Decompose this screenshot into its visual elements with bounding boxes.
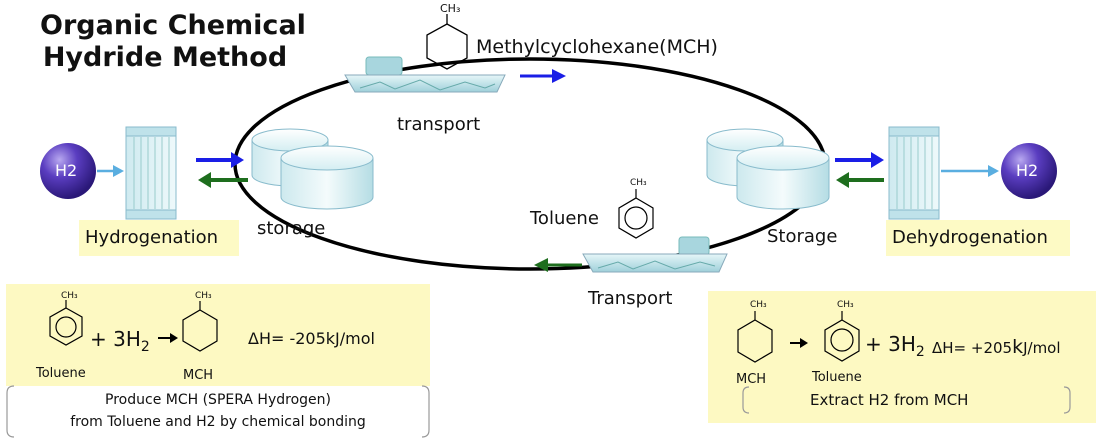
title: Organic Chemical Hydride Method [40, 10, 306, 74]
right-desc-line1: Extract H2 from MCH [810, 391, 969, 409]
right-ch3-b: CH₃ [837, 300, 854, 310]
reactor-right [888, 126, 940, 220]
right-box-arrow [790, 338, 808, 348]
title-line-1: Organic Chemical [40, 10, 306, 41]
left-box-toluene-structure [49, 300, 83, 346]
storage-right-label: Storage [767, 226, 838, 247]
storage-tanks-right [706, 128, 830, 210]
right-toluene-caption: Toluene [812, 370, 862, 385]
left-sub-2: 2 [140, 339, 150, 355]
left-mch-caption: MCH [183, 368, 214, 383]
h2-right-label: H2 [1016, 161, 1039, 180]
left-box-arrow [158, 333, 178, 343]
left-plus-text: + 3H [90, 327, 141, 351]
right-plus-text: + 3H [865, 332, 916, 356]
h2-sphere-left [40, 143, 96, 199]
mch-structure-top [426, 14, 468, 70]
left-delta-h: ΔH= -205kJ/mol [248, 329, 375, 348]
storage-left-label: storage [257, 218, 326, 239]
ch3-label-top: CH₃ [440, 2, 461, 15]
right-dh-text: ΔH= +205 [932, 339, 1013, 357]
title-line-2: Hydride Method [42, 42, 288, 73]
hydrogenation-highlight: Hydrogenation [79, 220, 239, 256]
right-box-bracket-left [742, 386, 750, 414]
hydrogenation-label: Hydrogenation [85, 227, 219, 248]
h2-left-label: H2 [55, 161, 78, 180]
arrows-left-pair [196, 152, 248, 188]
reactor-left [125, 126, 177, 220]
right-mch-caption: MCH [736, 372, 767, 387]
toluene-label: Toluene [530, 208, 599, 229]
right-sub-2: 2 [915, 344, 925, 360]
left-desc-line1: Produce MCH (SPERA Hydrogen) [105, 392, 331, 408]
left-ch3-b: CH₃ [195, 291, 212, 301]
dehydrogenation-label: Dehydrogenation [892, 227, 1048, 248]
left-box-bracket-right [421, 385, 430, 438]
transport-top-label: transport [397, 114, 481, 135]
left-box-bracket-left [6, 385, 15, 438]
h2-sphere-right [1001, 143, 1057, 199]
right-box-mch-structure [737, 311, 773, 363]
toluene-structure-mid [618, 189, 654, 239]
arrow-reactor-to-h2 [941, 165, 999, 177]
right-ch3-a: CH₃ [750, 300, 767, 310]
right-dh-k: k [1012, 336, 1024, 358]
left-plus-3h2: + 3H2 [90, 327, 150, 355]
left-box-mch-structure [182, 301, 218, 352]
right-delta-h: ΔH= +205kJ/mol [932, 336, 1061, 358]
dehydrogenation-highlight: Dehydrogenation [886, 220, 1070, 256]
ch3-label-mid: CH₃ [630, 178, 647, 188]
right-dh-unit: J/mol [1023, 339, 1061, 357]
loop-arrow-top [520, 69, 566, 83]
right-box-toluene-structure [824, 311, 860, 362]
storage-tanks-left [251, 128, 374, 210]
left-desc-line2: from Toluene and H2 by chemical bonding [70, 414, 366, 430]
loop-arrow-bottom [534, 258, 582, 272]
ship-bottom [582, 236, 728, 273]
right-box-bracket-right [1063, 386, 1071, 414]
ship-top [344, 56, 506, 93]
left-ch3-a: CH₃ [61, 291, 78, 301]
arrow-h2-to-reactor [97, 165, 124, 177]
left-toluene-caption: Toluene [36, 366, 86, 381]
arrows-right-pair [835, 152, 884, 188]
right-plus-3h2: + 3H2 [865, 332, 925, 360]
mch-label: Methylcyclohexane(MCH) [476, 36, 718, 58]
transport-bottom-label: Transport [588, 288, 673, 309]
